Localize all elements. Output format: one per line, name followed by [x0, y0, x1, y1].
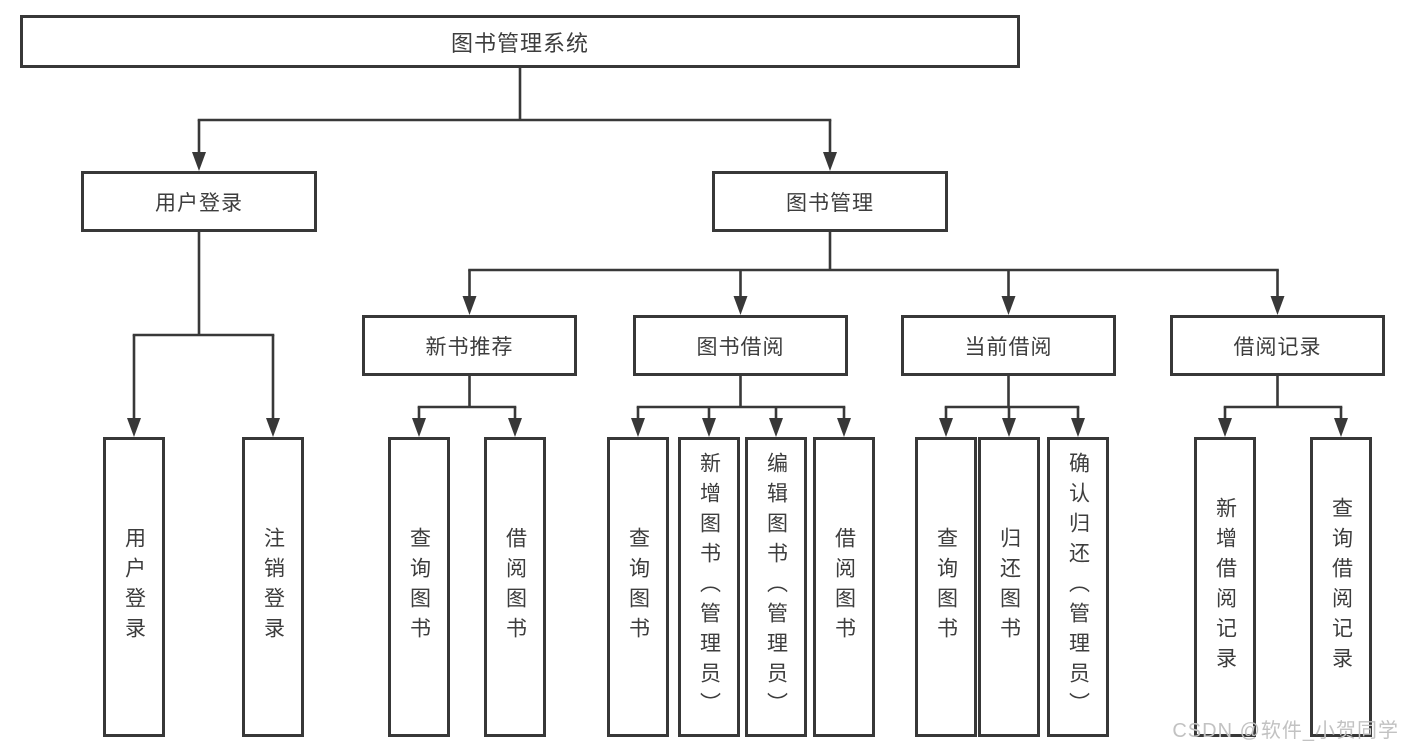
node-label: 编辑图书（管理员） [764, 452, 788, 722]
node-label: 借阅图书 [832, 527, 856, 647]
leaf-return-book: 归还图书 [978, 437, 1040, 737]
leaf-logout: 注销登录 [242, 437, 304, 737]
node-user-login: 用户登录 [81, 171, 317, 232]
node-borrowing-records: 借阅记录 [1170, 315, 1385, 376]
leaf-borrow-books: 借阅图书 [813, 437, 875, 737]
leaf-query-books-recommend: 查询图书 [388, 437, 450, 737]
node-label: 查询图书 [407, 527, 431, 647]
leaf-add-borrow-record: 新增借阅记录 [1194, 437, 1256, 737]
node-current-borrowing: 当前借阅 [901, 315, 1116, 376]
node-label: 确认归还（管理员） [1066, 452, 1090, 722]
node-label: 查询借阅记录 [1329, 497, 1353, 677]
leaf-user-login: 用户登录 [103, 437, 165, 737]
leaf-edit-book-admin: 编辑图书（管理员） [745, 437, 807, 737]
node-label: 查询图书 [626, 527, 650, 647]
node-label: 新书推荐 [425, 335, 514, 359]
node-new-book-recommend: 新书推荐 [362, 315, 577, 376]
node-label: 借阅记录 [1233, 335, 1322, 359]
node-root-system: 图书管理系统 [20, 15, 1020, 68]
node-label: 查询图书 [934, 527, 958, 647]
node-label: 图书借阅 [696, 335, 785, 359]
node-label: 当前借阅 [964, 335, 1053, 359]
leaf-query-borrow-record: 查询借阅记录 [1310, 437, 1372, 737]
node-label: 用户登录 [122, 527, 146, 647]
node-label: 新增图书（管理员） [697, 452, 721, 722]
node-label: 注销登录 [261, 527, 285, 647]
node-label: 归还图书 [997, 527, 1021, 647]
leaf-confirm-return-admin: 确认归还（管理员） [1047, 437, 1109, 737]
leaf-add-book-admin: 新增图书（管理员） [678, 437, 740, 737]
watermark-text: CSDN @软件_小贺同学 [1172, 720, 1399, 742]
node-label: 图书管理系统 [450, 30, 589, 56]
leaf-query-books-current: 查询图书 [915, 437, 977, 737]
node-book-borrowing: 图书借阅 [633, 315, 848, 376]
leaf-borrow-books-recommend: 借阅图书 [484, 437, 546, 737]
node-label: 借阅图书 [503, 527, 527, 647]
node-label: 用户登录 [155, 191, 243, 215]
node-book-management: 图书管理 [712, 171, 948, 232]
node-label: 图书管理 [786, 191, 874, 215]
leaf-query-books-borrowing: 查询图书 [607, 437, 669, 737]
node-label: 新增借阅记录 [1213, 497, 1237, 677]
